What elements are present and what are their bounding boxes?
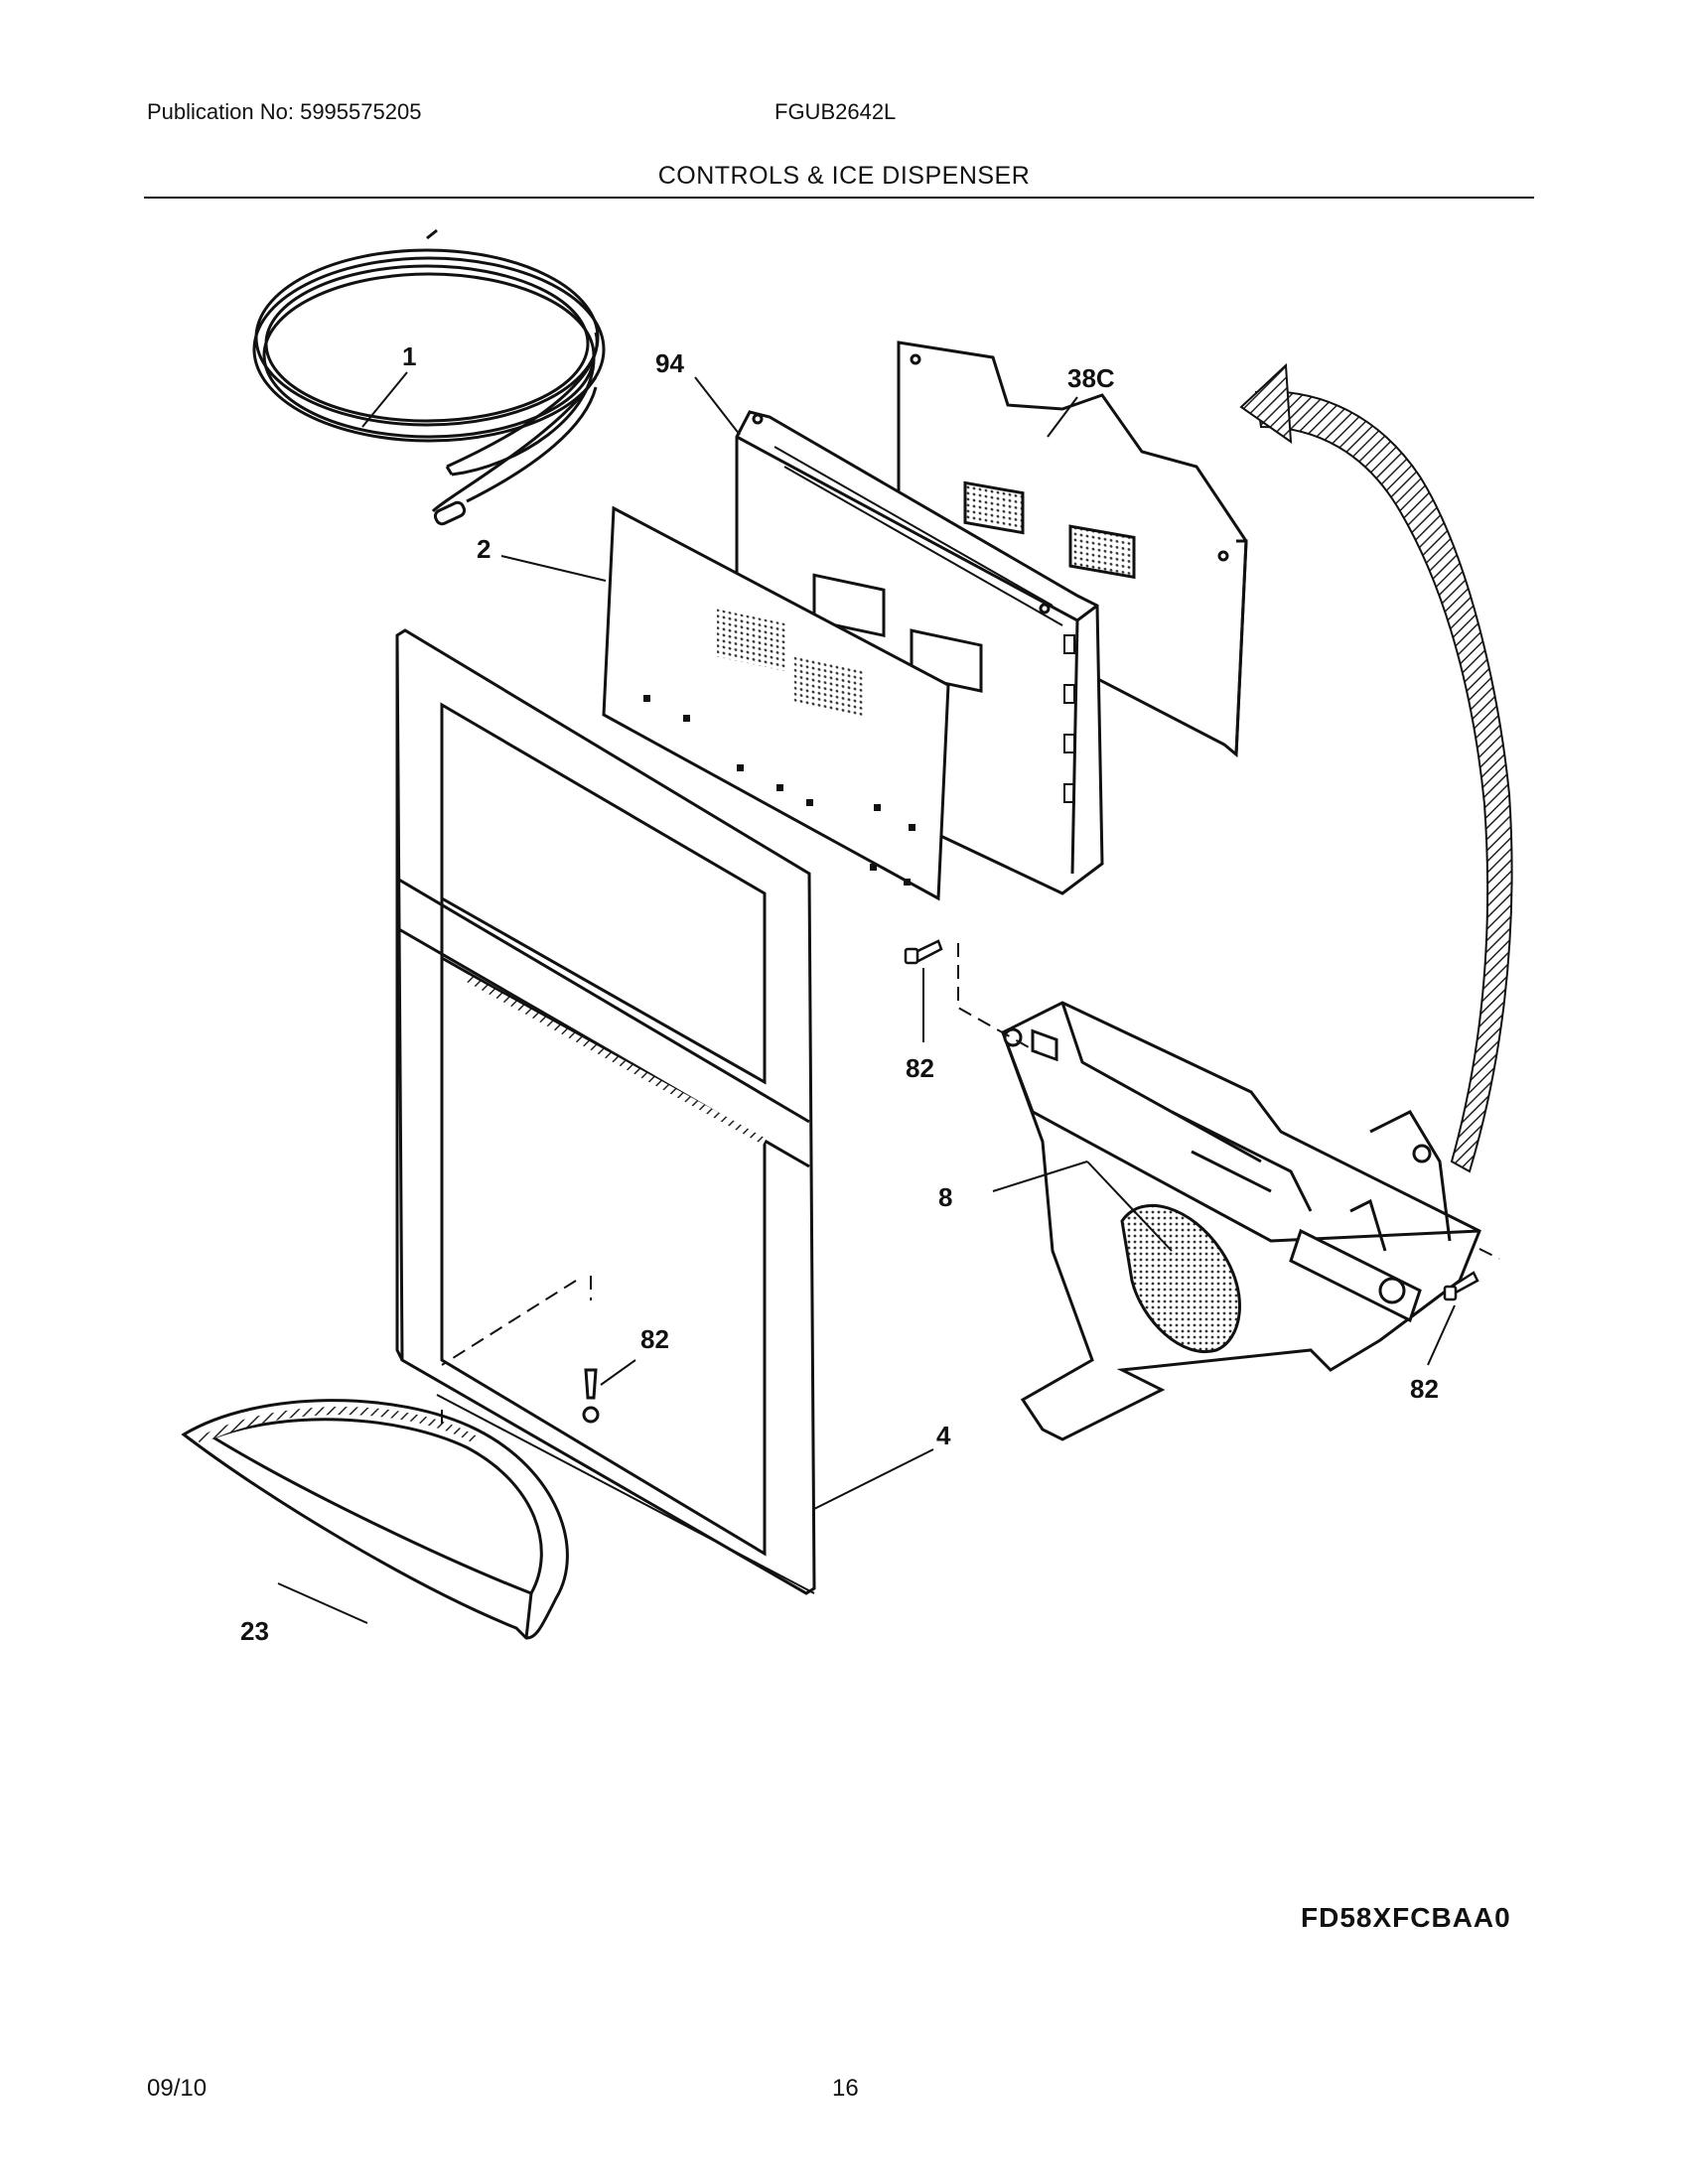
publication-number: Publication No: 5995575205 — [147, 99, 422, 124]
callout-ice-dispenser: 8 — [938, 1182, 952, 1212]
tubing-coil — [252, 228, 606, 526]
callout-dispenser-frame: 4 — [936, 1421, 951, 1450]
ice-dispenser-assembly — [1001, 1001, 1481, 1441]
page-number: 16 — [832, 2075, 859, 2102]
callout-drip-tray: 23 — [240, 1616, 269, 1646]
callout-screw-right: 82 — [1410, 1374, 1439, 1404]
publication-date: 09/10 — [147, 2075, 208, 2102]
page-title: CONTROLS & ICE DISPENSER — [657, 162, 1031, 190]
model-number: FGUB2642L — [774, 99, 897, 124]
drip-tray — [181, 1399, 569, 1640]
control-overlay — [602, 505, 950, 901]
screws — [904, 939, 1479, 1301]
callout-control-board: 94 — [655, 348, 684, 378]
alignment-lines — [441, 943, 1500, 1425]
callout-overlay: 2 — [477, 534, 491, 564]
assembly-arrow — [1239, 362, 1513, 1173]
leader-lines — [277, 371, 1456, 1624]
screw-right — [1443, 1271, 1479, 1301]
dispenser-frame — [395, 628, 816, 1595]
screw-top — [904, 939, 943, 965]
diagram-code: FD58XFCBAA0 — [1301, 1902, 1511, 1933]
header-rule — [144, 197, 1534, 199]
circuit-board — [897, 341, 1248, 758]
callout-tubing: 1 — [402, 341, 416, 371]
callout-screw-frame: 82 — [640, 1324, 669, 1354]
callout-screw-top: 82 — [906, 1053, 934, 1083]
callout-circuit-board: 38C — [1067, 363, 1115, 393]
